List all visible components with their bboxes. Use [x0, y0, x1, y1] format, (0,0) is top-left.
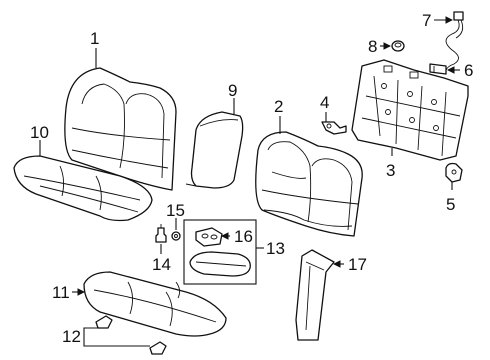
- callout-14: 14: [152, 255, 171, 274]
- armrest-pad-part-9: [185, 111, 244, 189]
- callout-12: 12: [62, 327, 81, 346]
- seat-back-part-1: [64, 67, 177, 191]
- wire-harness-part-7: [445, 11, 464, 71]
- seat-cushion-part-10: [13, 155, 153, 222]
- callout-4: 4: [320, 93, 329, 112]
- callout-16: 16: [234, 227, 253, 246]
- callout-11: 11: [52, 283, 70, 302]
- callout-5: 5: [446, 195, 455, 214]
- callout-15: 15: [166, 201, 185, 220]
- nut-part-15: [171, 231, 181, 241]
- group-box-part-13: [183, 219, 257, 285]
- cup-holder-part-16: [195, 227, 223, 247]
- leader-12: [83, 327, 150, 347]
- callout-labels: 1 2 3 4 5 6 7 8 9 10 11 12 13 14 15 16 1…: [30, 11, 473, 346]
- clip-part-12-b: [149, 341, 167, 355]
- callout-1: 1: [90, 29, 99, 48]
- seat-back-frame-part-3: [351, 59, 469, 161]
- seat-back-part-2: [255, 131, 363, 237]
- callout-7: 7: [422, 11, 431, 30]
- clip-part-12-a: [95, 315, 113, 329]
- callout-8: 8: [368, 37, 377, 56]
- armrest-part-13: [189, 251, 251, 277]
- callout-3: 3: [386, 161, 395, 180]
- bolt-part-14: [155, 224, 167, 243]
- trim-panel-part-17: [295, 249, 335, 341]
- callout-6: 6: [464, 61, 473, 80]
- callout-9: 9: [228, 81, 237, 100]
- latch-part-5: [445, 162, 463, 183]
- callout-13: 13: [266, 239, 285, 258]
- leader-lines: [39, 16, 460, 347]
- seat-cushion-part-11: [83, 271, 227, 337]
- plug-part-8: [391, 40, 405, 52]
- connector-part-6: [429, 63, 447, 75]
- bracket-part-4: [321, 121, 347, 135]
- callout-2: 2: [274, 97, 283, 116]
- callout-10: 10: [30, 123, 49, 142]
- callout-17: 17: [348, 255, 367, 274]
